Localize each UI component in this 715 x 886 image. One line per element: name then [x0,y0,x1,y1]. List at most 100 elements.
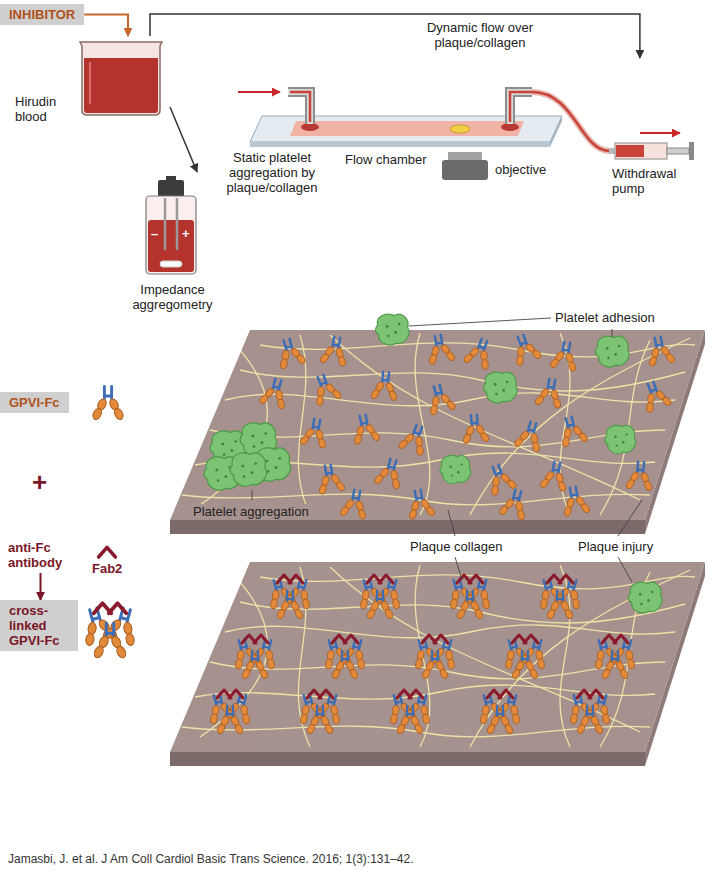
art-shape [263,575,317,620]
part-label: Plaque collagen [410,539,503,554]
art-shape [424,333,456,366]
art-shape [370,371,400,402]
art-shape [448,152,482,160]
art-shape [250,142,550,147]
anti-fc-node: anti-Fc antibody [8,540,73,573]
art-shape [588,635,642,680]
art-shape [91,386,124,420]
art-shape [290,92,310,122]
art-shape [563,690,617,735]
crosslinked-box: cross-linked GPVI-Fc [0,600,78,651]
art-shape [293,690,347,735]
art-shape [404,488,436,521]
art-shape [618,500,642,536]
aggregometer-picture [146,176,196,274]
node-text: Flow chamber [345,152,427,167]
art-shape [349,413,381,446]
art-shape [625,461,655,492]
art-shape [473,690,527,735]
art-shape [596,336,630,367]
art-shape [80,42,162,115]
part-label: objective [495,162,546,177]
art-shape [307,371,343,407]
node-text: INHIBITOR [9,7,75,22]
node-text: cross-linked GPVI-Fc [9,603,69,648]
connector-arrow [40,573,42,600]
art-shape [440,456,471,484]
art-shape [176,198,179,250]
citation-caption: Jamasbi, J. et al. J Am Coll Cardiol Bas… [8,852,414,866]
art-shape [534,377,566,410]
art-shape [353,575,407,620]
art-shape [299,417,331,450]
electrode-sign: – [151,226,158,241]
art-shape [550,116,562,147]
art-shape [376,314,410,345]
art-shape [667,148,689,154]
art-shape [555,414,589,449]
art-shape [448,510,455,536]
art-shape [615,143,667,159]
art-shape [160,261,182,267]
edge-label: Static platelet aggregation by plaque/co… [212,150,332,195]
art-shape [640,132,680,134]
plaque-slab-bottom [170,562,705,766]
inhibitor-box: INHIBITOR [0,4,84,25]
art-shape [158,180,184,198]
part-label: Withdrawal pump [612,166,704,196]
art-shape [99,547,116,557]
art-shape [482,461,518,497]
plus-sign: + [32,468,47,496]
gpvi-fc-bound [257,331,676,522]
art-shape [146,196,196,274]
art-shape [442,160,488,180]
connector-arrow [150,14,640,58]
art-shape [497,487,531,522]
art-shape [507,331,543,367]
art-shape [166,176,176,180]
art-shape [288,92,310,124]
art-shape [539,460,571,493]
art-shape [532,92,610,151]
part-label: Platelet aggregation [190,504,312,519]
part-label: Fab2 [92,561,122,576]
connector-arrow [84,15,128,37]
art-shape [89,62,91,104]
art-shape [383,690,437,735]
beaker [80,42,162,115]
art-shape [498,635,552,680]
art-shape [450,125,470,133]
part-label: Plaque injury [578,539,653,554]
art-shape [257,376,291,411]
art-shape [238,91,280,93]
art-shape [533,575,587,620]
art-shape [549,340,581,373]
art-shape [397,421,433,457]
art-shape [339,488,371,521]
art-shape [372,456,406,491]
art-shape [84,58,158,113]
art-shape [460,414,490,445]
art-shape [609,148,615,154]
art-shape [409,318,551,326]
node-text: Hirudin blood [15,94,77,124]
connector-arrow [170,107,197,172]
beaker-node: Hirudin blood [10,36,170,127]
node-text: GPVI-Fc [9,395,60,410]
art-shape [637,378,673,414]
flow-chamber-picture [238,92,610,151]
art-shape [288,92,310,124]
art-shape [510,92,532,124]
art-shape [164,198,167,250]
art-shape [618,557,632,582]
withdrawal-pump-picture [609,133,694,160]
crosslinked-bound [203,575,662,735]
edge-label: Dynamic flow over plaque/collagen [395,20,565,50]
gpvi-fc-box: GPVI-Fc [0,392,69,413]
art-shape [484,372,518,403]
art-shape [290,121,524,136]
legend-symbols [76,386,143,659]
